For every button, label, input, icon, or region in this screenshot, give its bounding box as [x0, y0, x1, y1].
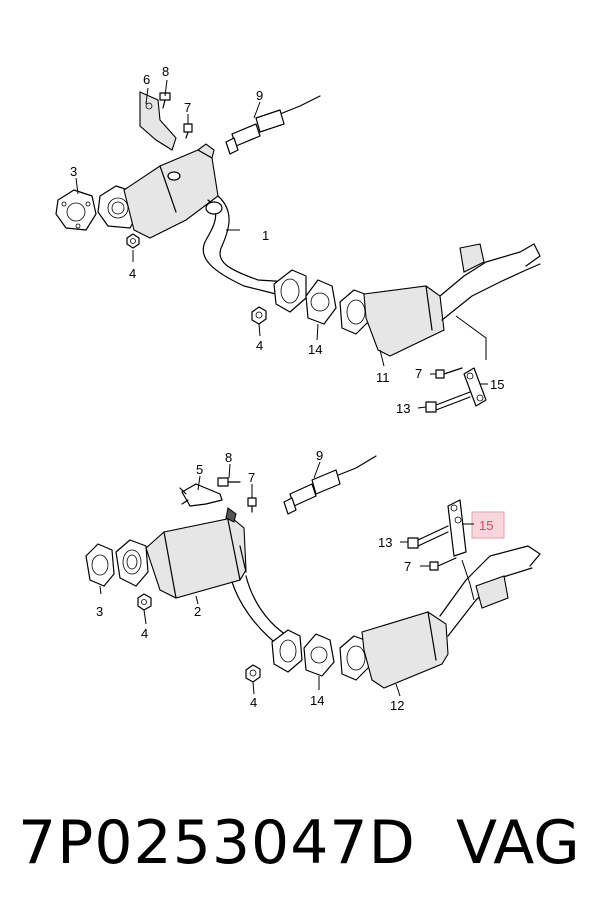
callout-3-bottom: 3 — [96, 604, 103, 619]
nut-4-bottom-b — [245, 664, 261, 683]
tail-pipe-bottom — [439, 545, 541, 637]
tail-pipe-top — [439, 243, 541, 321]
callout-9-bottom: 9 — [316, 448, 323, 463]
exhaust-pipe-2 — [231, 545, 297, 653]
callout-4-bottom-a: 4 — [141, 626, 148, 641]
callout-6-top: 6 — [143, 72, 150, 87]
callout-7-bottom-b: 7 — [404, 559, 411, 574]
catalytic-converter-1 — [123, 143, 219, 239]
callout-9-top: 9 — [256, 88, 263, 103]
bolt-13-top — [425, 391, 471, 413]
nut-4-top-b — [251, 306, 267, 325]
callout-2: 2 — [194, 604, 201, 619]
exhaust-pipe-1 — [202, 195, 291, 297]
gasket-3-top — [55, 189, 97, 231]
callout-7-bottom-a: 7 — [248, 470, 255, 485]
bracket-6-top — [139, 91, 177, 151]
callout-14-bottom: 14 — [310, 693, 324, 708]
callout-4-top-b: 4 — [256, 338, 263, 353]
bolt-13-bottom — [407, 525, 449, 549]
callout-1-top: 1 — [262, 228, 269, 243]
bolt-8-bottom — [217, 477, 241, 487]
hanger-15-bottom — [447, 499, 467, 557]
callout-3-top: 3 — [70, 164, 77, 179]
catalytic-converter-12 — [339, 611, 449, 689]
callout-8-top: 8 — [162, 64, 169, 79]
bolt-7-bottom-a — [247, 497, 257, 513]
part-number: 7P0253047D — [18, 808, 416, 878]
brand-name: VAG — [456, 808, 580, 878]
bolt-7-bottom-b — [429, 557, 457, 571]
callout-5: 5 — [196, 462, 203, 477]
callout-7-top-b: 7 — [415, 366, 422, 381]
bolt-7-top-a — [183, 123, 193, 139]
nut-4-bottom-a — [137, 593, 152, 611]
exhaust-parts-diagram: 1 3 4 4 6 7 7 8 9 11 13 14 15 — [55, 64, 541, 713]
bolt-7-top-b — [435, 367, 463, 379]
callout-14-top: 14 — [308, 342, 322, 357]
pipe-flange-top — [273, 269, 307, 313]
callout-15-bottom: 15 — [479, 518, 493, 533]
top-assembly: 1 3 4 4 6 7 7 8 9 11 13 14 15 — [55, 64, 541, 416]
callout-11: 11 — [376, 370, 390, 385]
pipe-flange-bottom — [271, 629, 303, 673]
callout-4-top-a: 4 — [129, 266, 136, 281]
callout-8-bottom: 8 — [225, 450, 232, 465]
callout-13-bottom: 13 — [378, 535, 392, 550]
callout-15-top: 15 — [490, 377, 504, 392]
catalytic-converter-2 — [145, 507, 247, 599]
callout-13-top: 13 — [396, 401, 410, 416]
gasket-14-top — [305, 279, 337, 325]
oxygen-sensor-9-bottom — [283, 455, 377, 515]
gasket-14-bottom — [303, 633, 335, 677]
catalytic-converter-11 — [339, 285, 445, 357]
nut-4-top-a — [126, 233, 140, 249]
gasket-3-bottom — [85, 543, 115, 587]
hanger-15-top — [463, 367, 487, 407]
callout-12: 12 — [390, 698, 404, 713]
callout-4-bottom-b: 4 — [250, 695, 257, 710]
callout-15-highlight — [471, 511, 505, 539]
bracket-5-bottom — [179, 483, 223, 507]
callout-7-top-a: 7 — [184, 100, 191, 115]
bottom-assembly: 2 3 4 4 5 7 7 8 9 12 13 14 15 — [85, 448, 541, 713]
oxygen-sensor-9-top — [225, 95, 321, 155]
flange-bottom — [115, 539, 149, 587]
